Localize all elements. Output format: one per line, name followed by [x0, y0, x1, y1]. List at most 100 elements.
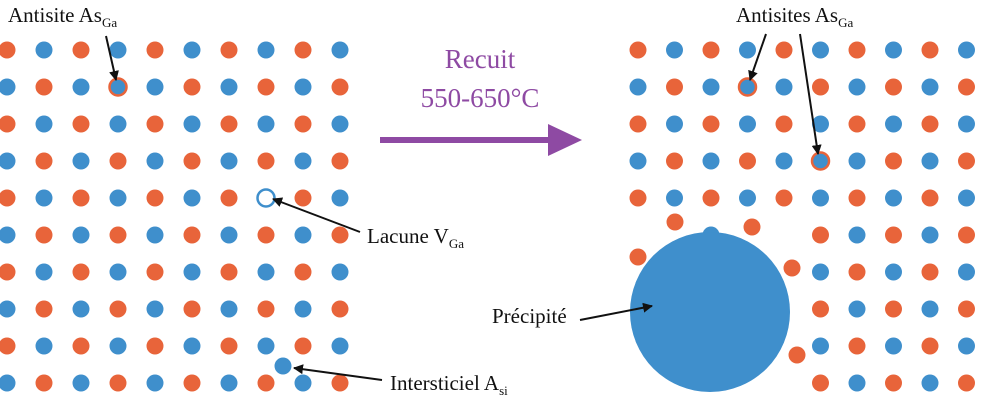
- as-atom: [220, 337, 238, 355]
- ga-atom: [629, 78, 647, 96]
- as-atom: [72, 263, 90, 281]
- left-lattice: [0, 41, 349, 392]
- ga-atom: [35, 263, 53, 281]
- ga-atom: [294, 152, 312, 170]
- ga-atom: [885, 115, 902, 133]
- ga-atom: [629, 152, 647, 170]
- as-atom: [294, 189, 312, 207]
- ga-atom: [183, 189, 201, 207]
- as-atom: [629, 189, 647, 207]
- as-atom: [702, 115, 720, 133]
- antisites-pointer-arrow-2: [799, 33, 822, 155]
- ga-atom: [812, 263, 829, 281]
- as-atom: [885, 78, 902, 96]
- ga-atom: [958, 189, 975, 207]
- ga-atom: [294, 226, 312, 244]
- displaced-as-atom: [783, 259, 801, 277]
- antisite-defect-dot: [108, 77, 128, 97]
- as-atom: [775, 115, 793, 133]
- ga-atom: [35, 337, 53, 355]
- as-atom: [0, 263, 16, 281]
- ga-atom: [885, 41, 902, 59]
- vacancy-label: Lacune VGa: [367, 224, 464, 251]
- ga-atom: [812, 189, 829, 207]
- ga-atom: [294, 374, 312, 392]
- ga-atom: [183, 263, 201, 281]
- ga-atom: [331, 41, 349, 59]
- ga-atom: [220, 300, 238, 318]
- as-atom: [35, 226, 53, 244]
- ga-atom: [666, 115, 683, 133]
- ga-atom: [257, 337, 275, 355]
- as-atom: [921, 115, 939, 133]
- ga-atom: [35, 115, 53, 133]
- as-atom: [921, 41, 939, 59]
- ga-atom: [146, 78, 164, 96]
- as-atom: [958, 226, 975, 244]
- ga-atom: [0, 226, 16, 244]
- as-atom: [35, 152, 53, 170]
- as-atom: [146, 41, 164, 59]
- ga-atom: [109, 337, 127, 355]
- ga-atom: [666, 41, 683, 59]
- displaced-as-atom: [788, 346, 806, 364]
- vacancy-pointer-arrow: [272, 197, 361, 233]
- ga-atom: [775, 78, 793, 96]
- as-atom: [183, 374, 201, 392]
- as-atom: [666, 152, 683, 170]
- ga-atom: [848, 226, 866, 244]
- as-atom: [72, 115, 90, 133]
- as-atom: [146, 115, 164, 133]
- ga-atom: [0, 152, 16, 170]
- as-atom: [0, 189, 16, 207]
- as-atom: [812, 226, 829, 244]
- ga-atom: [812, 41, 829, 59]
- as-atom: [775, 189, 793, 207]
- ga-atom: [958, 41, 975, 59]
- as-atom: [921, 189, 939, 207]
- precipitate: [630, 232, 790, 392]
- ga-atom: [666, 189, 683, 207]
- as-atom: [183, 300, 201, 318]
- as-atom: [257, 300, 275, 318]
- ga-atom: [812, 115, 829, 133]
- ga-atom: [294, 78, 312, 96]
- ga-atom: [739, 115, 756, 133]
- as-atom: [72, 41, 90, 59]
- as-atom: [331, 300, 349, 318]
- as-atom: [702, 189, 720, 207]
- ga-atom: [958, 337, 975, 355]
- as-atom: [35, 300, 53, 318]
- displaced-as-atom: [629, 248, 647, 266]
- ga-atom: [331, 189, 349, 207]
- ga-atom: [739, 41, 756, 59]
- ga-atom: [958, 263, 975, 281]
- antisite-defect-dot: [810, 151, 831, 171]
- as-atom: [848, 189, 866, 207]
- ga-atom: [220, 152, 238, 170]
- ga-atom: [702, 78, 720, 96]
- as-atom: [220, 263, 238, 281]
- precipitate-label: Précipité: [492, 304, 567, 328]
- as-atom: [257, 78, 275, 96]
- ga-atom: [921, 374, 939, 392]
- anneal-title: Recuit: [445, 44, 516, 74]
- ga-atom: [331, 115, 349, 133]
- ga-atom: [921, 300, 939, 318]
- ga-atom: [146, 374, 164, 392]
- ga-atom: [958, 115, 975, 133]
- as-atom: [885, 374, 902, 392]
- ga-atom: [146, 300, 164, 318]
- as-atom: [109, 226, 127, 244]
- as-atom: [146, 189, 164, 207]
- ga-atom: [921, 152, 939, 170]
- ga-atom: [72, 300, 90, 318]
- ga-atom: [331, 337, 349, 355]
- ga-atom: [35, 189, 53, 207]
- ga-atom: [848, 78, 866, 96]
- as-atom: [183, 226, 201, 244]
- ga-atom: [0, 300, 16, 318]
- interstitial-pointer-arrow: [293, 364, 383, 381]
- as-atom: [958, 78, 975, 96]
